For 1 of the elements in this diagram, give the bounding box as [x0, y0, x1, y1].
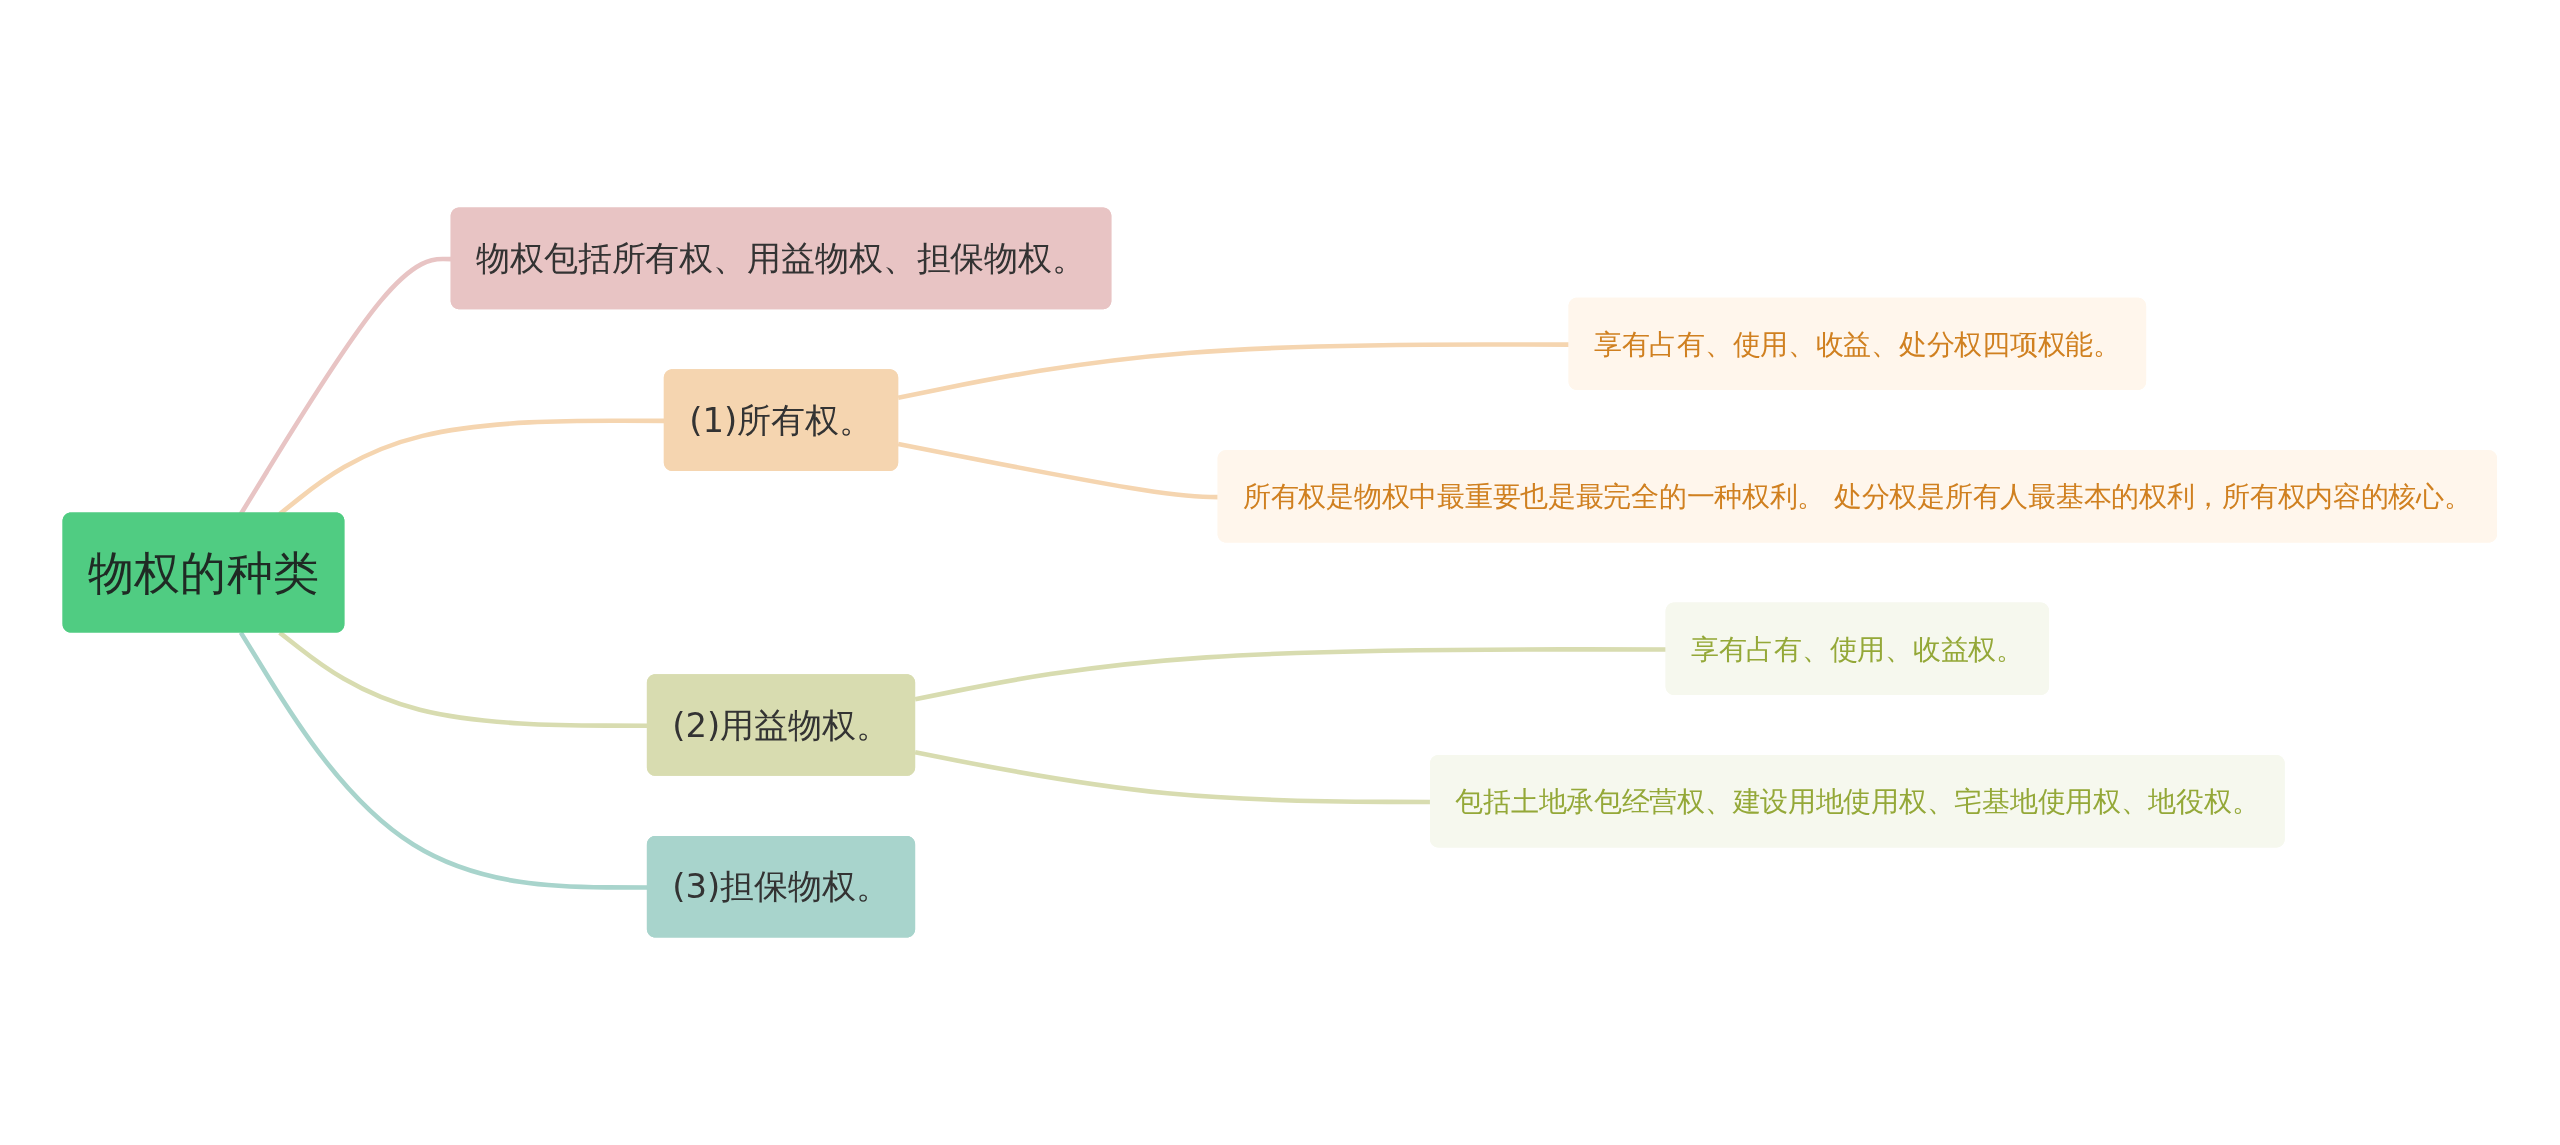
mind-map-drawing: 物权的种类 物权包括所有权、用益物权、担保物权。 (1)所有权。 享有占有、使用、收益、处分权四项权能。 所有权是物权中最重要也是最完全的一种权利。 处分权是所有人最基本的权利，所有权内容的核心。 (2)用益物权。 享有占有、使用、收益权。 包括土地承包经营权、建设用地使用权、宅基地使用权、地役权。 (3)担保物权。: [51, 195, 2509, 950]
